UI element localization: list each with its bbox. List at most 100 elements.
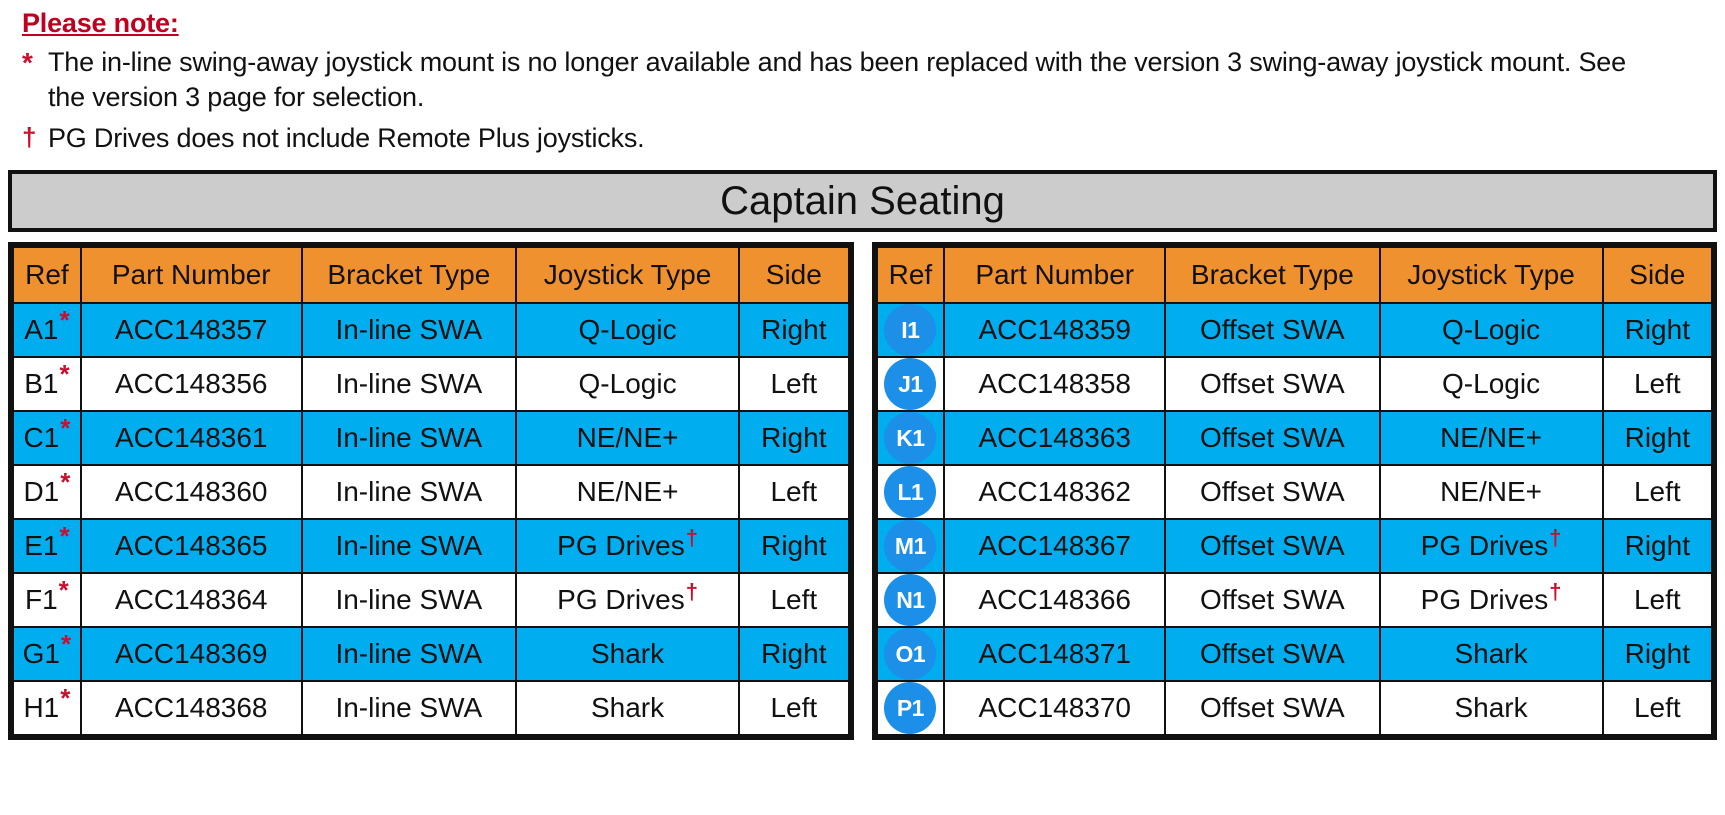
- joystick-type-cell: Shark: [515, 626, 741, 683]
- asterisk-marker-icon: *: [60, 467, 71, 497]
- ref-badge-cell: K1: [875, 410, 946, 467]
- ref-badge-cell: N1: [875, 572, 946, 629]
- joystick-type-label: NE/NE+: [576, 476, 679, 508]
- side-cell: Right: [738, 302, 850, 359]
- part-number-cell: ACC148368: [79, 680, 303, 737]
- ref-label: C1: [23, 422, 60, 454]
- joystick-type-cell: PG Drives†: [515, 572, 741, 629]
- ref-cell: F1*: [12, 572, 82, 629]
- left-header-ref: Ref: [12, 246, 82, 305]
- ref-cell: G1*: [12, 626, 82, 683]
- please-note-block: Please note: * The in-line swing-away jo…: [0, 0, 1725, 156]
- part-number-cell: ACC148358: [943, 356, 1167, 413]
- ref-label: A1: [24, 314, 59, 346]
- ref-cell: B1*: [12, 356, 82, 413]
- joystick-type-label: Shark: [1454, 638, 1528, 670]
- joystick-type-label: NE/NE+: [1440, 422, 1543, 454]
- bracket-type-cell: In-line SWA: [300, 464, 518, 521]
- side-cell: Right: [1601, 626, 1714, 683]
- joystick-type-cell: PG Drives†: [515, 518, 741, 575]
- joystick-type-cell: NE/NE+: [1378, 464, 1604, 521]
- joystick-type-cell: NE/NE+: [515, 464, 741, 521]
- part-number-cell: ACC148363: [943, 410, 1167, 467]
- bracket-type-cell: Offset SWA: [1164, 356, 1381, 413]
- ref-badge-cell: O1: [875, 626, 946, 683]
- asterisk-marker-icon: *: [58, 575, 69, 605]
- side-cell: Right: [738, 518, 850, 575]
- side-cell: Left: [738, 356, 850, 413]
- note-item-dagger: † PG Drives does not include Remote Plus…: [22, 121, 1725, 156]
- bracket-type-cell: In-line SWA: [300, 410, 518, 467]
- part-number-cell: ACC148362: [943, 464, 1167, 521]
- joystick-type-label: Q-Logic: [578, 368, 677, 400]
- ref-label: G1: [22, 638, 61, 670]
- right-header-joystick-type: Joystick Type: [1378, 246, 1604, 305]
- right-header-side: Side: [1601, 246, 1714, 305]
- side-cell: Right: [1601, 518, 1714, 575]
- part-number-cell: ACC148360: [79, 464, 303, 521]
- ref-label: D1: [23, 476, 60, 508]
- ref-cell: D1*: [12, 464, 82, 521]
- asterisk-marker-icon: *: [59, 359, 70, 389]
- right-header-ref: Ref: [875, 246, 946, 305]
- ref-cell: C1*: [12, 410, 82, 467]
- note-item-dagger-text: PG Drives does not include Remote Plus j…: [48, 123, 645, 154]
- ref-badge-cell: P1: [875, 680, 946, 737]
- dagger-marker-icon: †: [1549, 525, 1562, 550]
- bracket-type-cell: In-line SWA: [300, 302, 518, 359]
- left-header-part-number: Part Number: [79, 246, 303, 305]
- part-number-cell: ACC148366: [943, 572, 1167, 629]
- tables-container: Ref Part Number Bracket Type Joystick Ty…: [8, 242, 1717, 741]
- side-cell: Left: [738, 572, 850, 629]
- joystick-type-label: Q-Logic: [1442, 314, 1541, 346]
- joystick-type-label: Q-Logic: [1442, 368, 1541, 400]
- joystick-type-cell: Q-Logic: [1378, 356, 1604, 413]
- ref-badge: I1: [884, 304, 937, 357]
- side-cell: Right: [1601, 410, 1714, 467]
- left-header-bracket-type: Bracket Type: [300, 246, 518, 305]
- side-cell: Left: [1601, 356, 1714, 413]
- dagger-marker-icon: †: [1549, 579, 1562, 604]
- banner-title: Captain Seating: [720, 178, 1005, 223]
- part-number-cell: ACC148357: [79, 302, 303, 359]
- joystick-type-label: PG Drives: [1420, 530, 1549, 562]
- note-item-asterisk-text: The in-line swing-away joystick mount is…: [48, 47, 1626, 113]
- ref-label: F1: [24, 584, 58, 616]
- ref-badge: M1: [884, 520, 937, 573]
- offset-swa-table: Ref Part Number Bracket Type Joystick Ty…: [875, 246, 1714, 737]
- side-cell: Left: [1601, 680, 1714, 737]
- bracket-type-cell: In-line SWA: [300, 626, 518, 683]
- captain-seating-banner: Captain Seating: [8, 170, 1717, 233]
- bracket-type-cell: Offset SWA: [1164, 518, 1381, 575]
- note-item-asterisk: * The in-line swing-away joystick mount …: [22, 45, 1725, 115]
- right-header-part-number: Part Number: [943, 246, 1167, 305]
- side-cell: Right: [738, 626, 850, 683]
- joystick-type-label: NE/NE+: [576, 422, 679, 454]
- part-number-cell: ACC148364: [79, 572, 303, 629]
- inline-swa-table: Ref Part Number Bracket Type Joystick Ty…: [12, 246, 850, 737]
- joystick-type-label: NE/NE+: [1440, 476, 1543, 508]
- left-header-joystick-type: Joystick Type: [515, 246, 741, 305]
- joystick-type-label: Shark: [1454, 692, 1528, 724]
- dagger-marker-icon: †: [22, 122, 37, 153]
- bracket-type-cell: In-line SWA: [300, 518, 518, 575]
- bracket-type-cell: Offset SWA: [1164, 572, 1381, 629]
- side-cell: Right: [1601, 302, 1714, 359]
- joystick-type-cell: Q-Logic: [1378, 302, 1604, 359]
- joystick-type-cell: NE/NE+: [515, 410, 741, 467]
- joystick-type-label: PG Drives: [1420, 584, 1549, 616]
- side-cell: Right: [738, 410, 850, 467]
- side-cell: Left: [738, 680, 850, 737]
